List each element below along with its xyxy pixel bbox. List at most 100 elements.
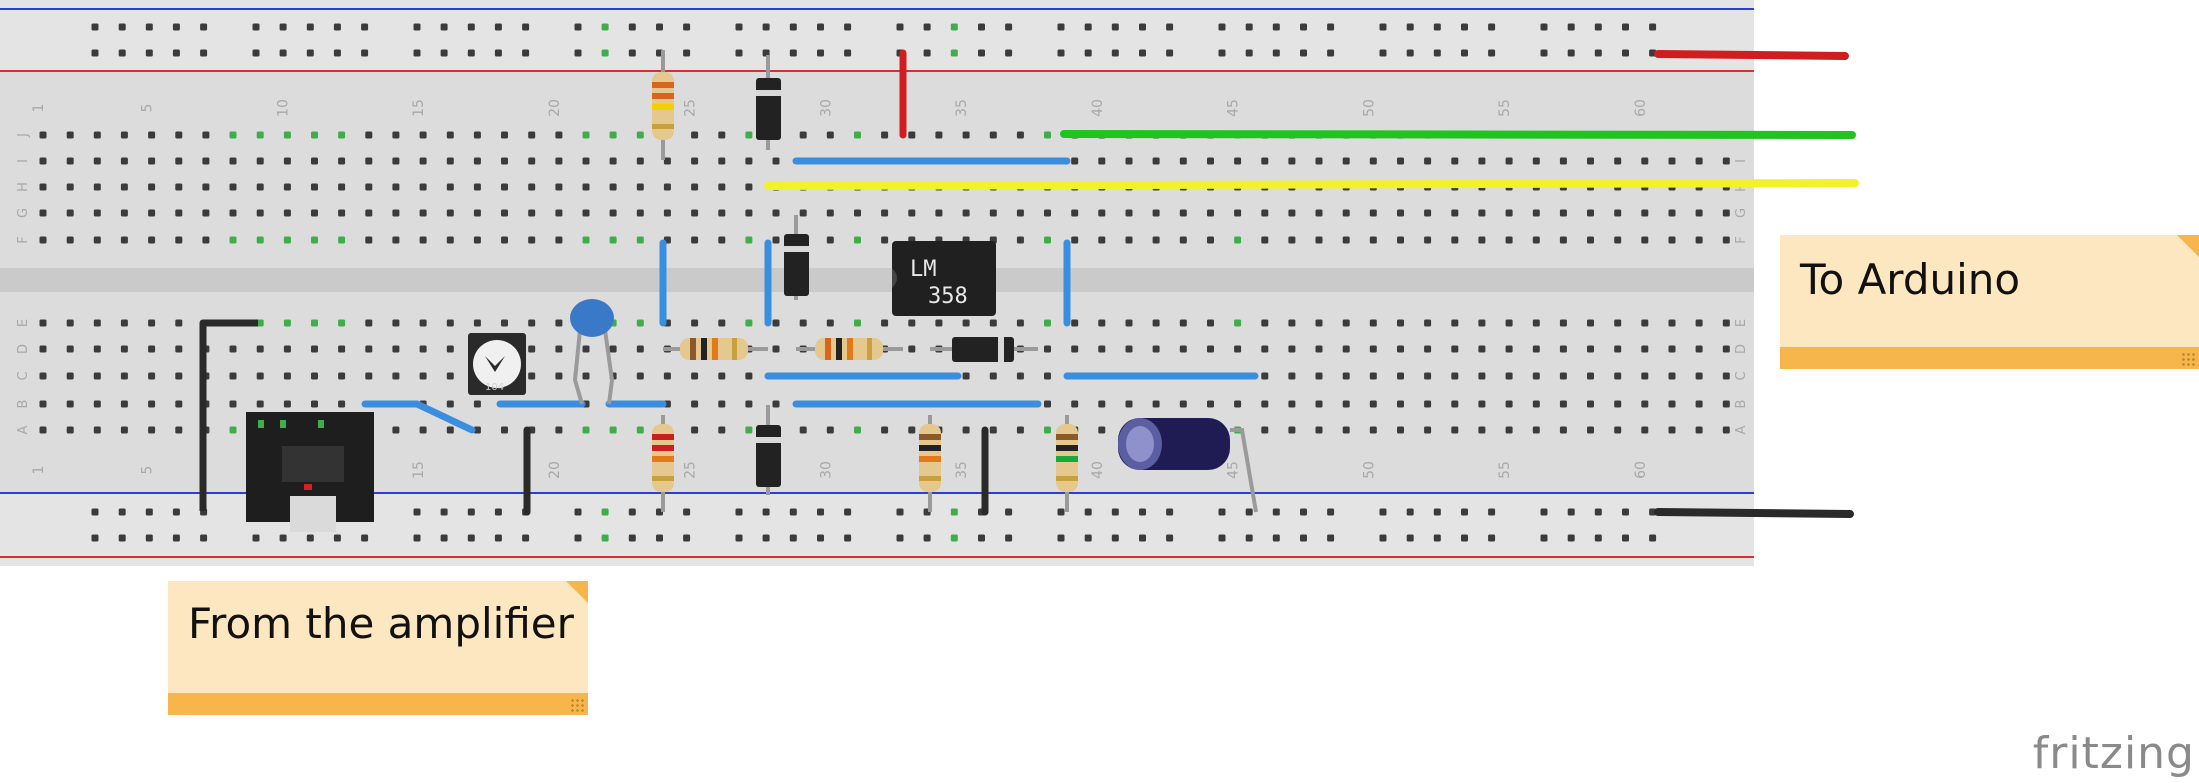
breadboard-hole[interactable] [1451, 319, 1459, 327]
breadboard-hole[interactable] [989, 209, 997, 217]
breadboard-hole[interactable] [609, 131, 617, 139]
breadboard-hole[interactable] [1695, 345, 1703, 353]
breadboard-hole[interactable] [1397, 157, 1404, 165]
breadboard-hole[interactable] [473, 131, 481, 139]
breadboard-hole[interactable] [1424, 157, 1432, 165]
breadboard-hole[interactable] [745, 157, 753, 165]
breadboard-hole[interactable] [1594, 23, 1602, 31]
breadboard-hole[interactable] [1152, 345, 1160, 353]
breadboard-hole[interactable] [1288, 345, 1296, 353]
breadboard-hole[interactable] [175, 209, 183, 217]
breadboard-hole[interactable] [718, 183, 726, 191]
breadboard-hole[interactable] [419, 157, 427, 165]
breadboard-hole[interactable] [1695, 372, 1703, 380]
breadboard-hole[interactable] [691, 131, 699, 139]
breadboard-hole[interactable] [392, 372, 400, 380]
breadboard-hole[interactable] [148, 209, 156, 217]
breadboard-hole[interactable] [501, 157, 508, 165]
breadboard-hole[interactable] [446, 400, 454, 408]
breadboard-hole[interactable] [1207, 209, 1214, 217]
breadboard-hole[interactable] [663, 372, 671, 380]
breadboard-hole[interactable] [718, 426, 726, 434]
breadboard-hole[interactable] [1641, 400, 1649, 408]
breadboard-hole[interactable] [1084, 49, 1092, 57]
breadboard-hole[interactable] [1424, 236, 1432, 244]
breadboard-hole[interactable] [908, 345, 916, 353]
breadboard-hole[interactable] [826, 426, 834, 434]
breadboard-hole[interactable] [1641, 319, 1649, 327]
breadboard-hole[interactable] [306, 534, 314, 542]
breadboard-hole[interactable] [1461, 49, 1468, 57]
breadboard-hole[interactable] [1125, 157, 1133, 165]
breadboard-hole[interactable] [1005, 23, 1013, 31]
breadboard-hole[interactable] [881, 426, 889, 434]
breadboard-hole[interactable] [962, 426, 970, 434]
breadboard-hole[interactable] [1424, 426, 1432, 434]
breadboard-hole[interactable] [1207, 319, 1214, 327]
breadboard-hole[interactable] [494, 534, 502, 542]
breadboard-hole[interactable] [1111, 23, 1119, 31]
breadboard-hole[interactable] [1594, 534, 1602, 542]
breadboard-hole[interactable] [39, 131, 47, 139]
breadboard-hole[interactable] [1559, 400, 1567, 408]
breadboard-hole[interactable] [148, 236, 156, 244]
breadboard-hole[interactable] [120, 372, 128, 380]
breadboard-hole[interactable] [467, 508, 475, 516]
resize-grip-icon[interactable] [2181, 352, 2195, 366]
breadboard-hole[interactable] [923, 49, 931, 57]
breadboard-hole[interactable] [908, 426, 916, 434]
breadboard-hole[interactable] [283, 209, 291, 217]
breadboard-hole[interactable] [39, 157, 47, 165]
breadboard-hole[interactable] [1234, 157, 1242, 165]
breadboard-hole[interactable] [609, 426, 617, 434]
breadboard-hole[interactable] [555, 236, 563, 244]
breadboard-hole[interactable] [1488, 49, 1496, 57]
breadboard-hole[interactable] [1272, 534, 1280, 542]
breadboard-hole[interactable] [1166, 49, 1174, 57]
breadboard-hole[interactable] [252, 534, 260, 542]
breadboard-hole[interactable] [735, 534, 743, 542]
breadboard-hole[interactable] [148, 157, 156, 165]
breadboard-hole[interactable] [91, 49, 99, 57]
breadboard-hole[interactable] [1098, 426, 1106, 434]
breadboard-hole[interactable] [1125, 209, 1133, 217]
breadboard-hole[interactable] [1369, 426, 1377, 434]
breadboard-hole[interactable] [1587, 372, 1594, 380]
breadboard-hole[interactable] [283, 319, 291, 327]
breadboard-hole[interactable] [978, 49, 985, 57]
breadboard-hole[interactable] [528, 319, 536, 327]
breadboard-hole[interactable] [365, 236, 373, 244]
breadboard-hole[interactable] [501, 319, 508, 327]
breadboard-hole[interactable] [772, 345, 780, 353]
breadboard-hole[interactable] [1478, 426, 1486, 434]
breadboard-hole[interactable] [1406, 49, 1414, 57]
breadboard-hole[interactable] [1207, 345, 1214, 353]
breadboard-hole[interactable] [1016, 426, 1024, 434]
breadboard-hole[interactable] [1044, 426, 1051, 434]
breadboard-hole[interactable] [1179, 157, 1187, 165]
breadboard-hole[interactable] [1478, 400, 1486, 408]
breadboard-hole[interactable] [1218, 534, 1226, 542]
breadboard-hole[interactable] [1406, 534, 1414, 542]
breadboard-hole[interactable] [1245, 23, 1253, 31]
breadboard-hole[interactable] [1722, 157, 1730, 165]
breadboard-hole[interactable] [636, 372, 644, 380]
breadboard-hole[interactable] [636, 131, 644, 139]
breadboard-hole[interactable] [39, 319, 47, 327]
breadboard-hole[interactable] [555, 209, 563, 217]
breadboard-hole[interactable] [1532, 236, 1540, 244]
breadboard-hole[interactable] [1424, 400, 1432, 408]
breadboard-hole[interactable] [1451, 372, 1459, 380]
breadboard-hole[interactable] [1379, 534, 1387, 542]
breadboard-hole[interactable] [1478, 209, 1486, 217]
breadboard-hole[interactable] [365, 157, 373, 165]
breadboard-hole[interactable] [799, 426, 807, 434]
breadboard-hole[interactable] [1649, 534, 1657, 542]
breadboard-hole[interactable] [1532, 345, 1540, 353]
breadboard-hole[interactable] [175, 183, 183, 191]
breadboard-hole[interactable] [1397, 426, 1404, 434]
breadboard-hole[interactable] [799, 209, 807, 217]
breadboard-hole[interactable] [361, 49, 369, 57]
breadboard-hole[interactable] [338, 157, 346, 165]
breadboard-hole[interactable] [1622, 534, 1629, 542]
